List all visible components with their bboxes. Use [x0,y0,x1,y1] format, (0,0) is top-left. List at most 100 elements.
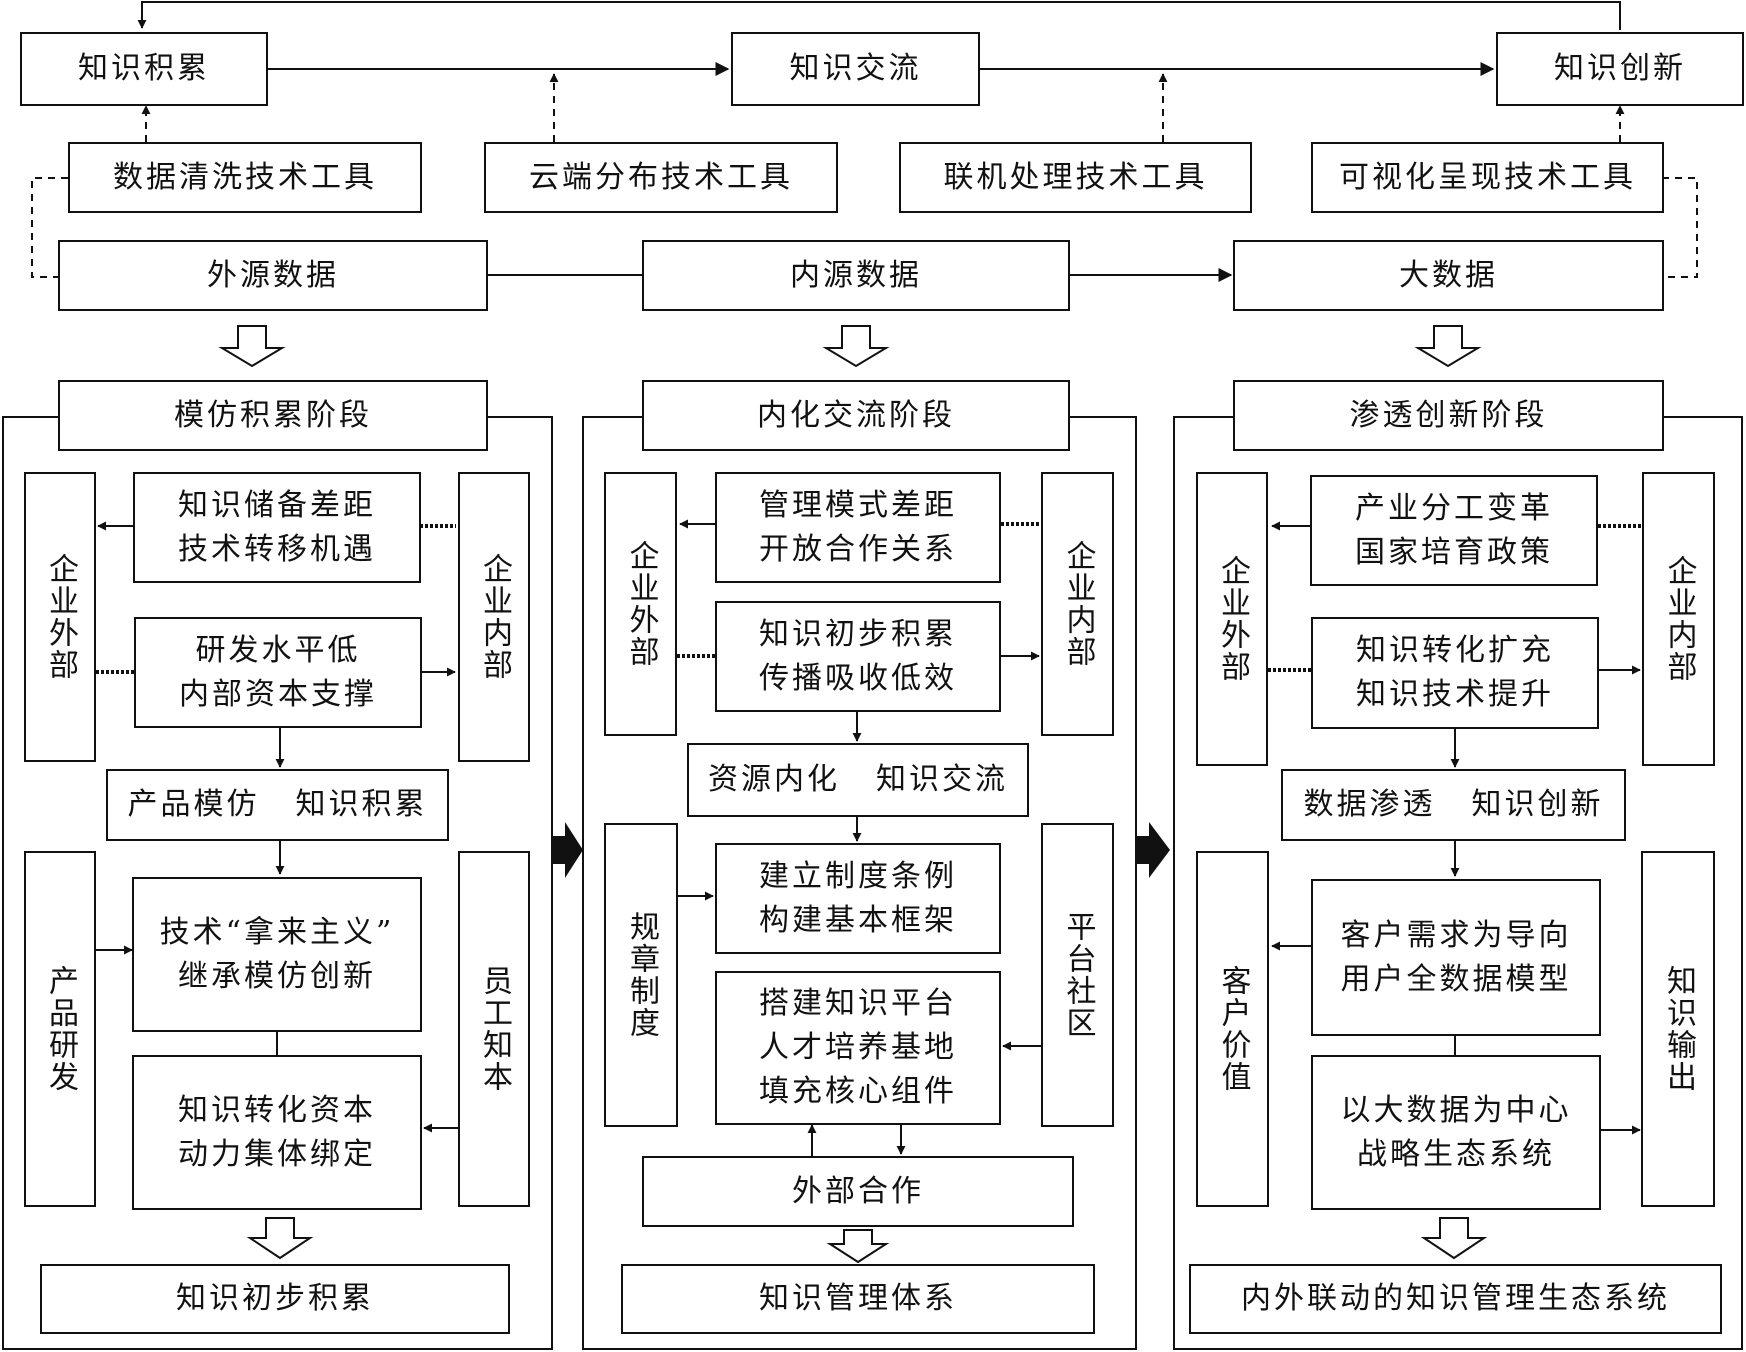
s2-regulations-label: 规章制度 [624,911,659,1039]
s1-result-box: 知识初步积累 [40,1264,510,1334]
s2-initial-accumulation-label: 知识初步积累 传播吸收低效 [759,616,957,696]
s2-result-label: 知识管理体系 [759,1281,957,1316]
s2-management-gap-label: 管理模式差距 开放合作关系 [759,487,957,567]
visualization-tool-label: 可视化呈现技术工具 [1339,159,1636,195]
s2-platform-box: 搭建知识平台 人才培养基地 填充核心组件 [715,971,1001,1125]
s3-big-data-center-label: 以大数据为中心 战略生态系统 [1340,1092,1572,1172]
s1-enterprise-outside: 企业外部 [24,472,96,762]
external-data-label: 外源数据 [207,257,339,293]
s2-enterprise-inside-label: 企业内部 [1060,540,1096,668]
s1-rd-level-box: 研发水平低 内部资本支撑 [134,617,422,728]
internal-data-box: 内源数据 [642,240,1070,311]
knowledge-exchange-box: 知识交流 [731,32,980,106]
cloud-distribution-tool-box: 云端分布技术工具 [484,142,838,213]
external-data-bracket [31,177,68,278]
knowledge-exchange-label: 知识交流 [789,51,922,86]
s1-hollow-arrow-bottom [246,1217,314,1260]
stage1-title: 模仿积累阶段 [58,380,488,451]
s1-combo-box: 产品模仿知识积累 [106,769,449,841]
data-cleaning-tool-label: 数据清洗技术工具 [113,159,377,195]
s3-industry-change-label: 产业分工变革 国家培育政策 [1355,490,1553,570]
s2-platform-community: 平台社区 [1041,823,1114,1127]
s1-result-label: 知识初步积累 [176,1281,374,1316]
s1-reserve-gap-label: 知识储备差距 技术转移机遇 [178,487,376,567]
stage3-title-label: 渗透创新阶段 [1349,397,1548,433]
s3-customer-demand-label: 客户需求为导向 用户全数据模型 [1340,917,1572,997]
s1-enterprise-inside: 企业内部 [458,472,530,762]
big-data-bracket [1662,177,1698,278]
s2-knowledge-exchange-label: 知识交流 [876,762,1008,797]
s3-knowledge-innovation-label: 知识创新 [1471,787,1604,822]
s1-product-rd-label: 产品研发 [43,965,78,1093]
s2-regulations: 规章制度 [604,823,678,1127]
visualization-tool-box: 可视化呈现技术工具 [1311,142,1664,213]
s3-enterprise-inside: 企业内部 [1642,472,1715,766]
s2-external-cooperation-box: 外部合作 [642,1156,1074,1227]
s2-enterprise-outside: 企业外部 [604,472,677,736]
s3-enterprise-inside-label: 企业内部 [1661,555,1697,683]
s3-result-box: 内外联动的知识管理生态系统 [1189,1264,1722,1334]
s2-hollow-arrow-bottom [826,1229,890,1264]
stage1-title-label: 模仿积累阶段 [174,397,372,433]
internal-data-label: 内源数据 [790,257,922,293]
knowledge-innovation-label: 知识创新 [1554,51,1686,86]
s1-knowledge-capital-box: 知识转化资本 动力集体绑定 [132,1055,422,1210]
s3-customer-value: 客户价值 [1196,851,1269,1207]
knowledge-accumulation-box: 知识积累 [20,32,268,106]
s3-big-data-center-box: 以大数据为中心 战略生态系统 [1311,1055,1601,1210]
online-processing-tool-label: 联机处理技术工具 [943,159,1208,195]
knowledge-accumulation-label: 知识积累 [78,51,210,86]
s1-hollow-arrow-top [218,325,286,368]
s1-employee-capital-label: 员工知本 [477,965,512,1093]
s3-customer-demand-box: 客户需求为导向 用户全数据模型 [1311,879,1601,1036]
s3-knowledge-expansion-box: 知识转化扩充 知识技术提升 [1311,617,1599,729]
s2-resource-internalization-label: 资源内化 [708,762,840,797]
s1-knowledge-accumulation-label: 知识积累 [295,787,428,822]
s3-knowledge-output: 知识输出 [1641,851,1715,1207]
big-data-box: 大数据 [1233,240,1664,311]
feedback-arrow [137,1,1621,30]
stage3-title: 渗透创新阶段 [1233,380,1664,451]
s1-enterprise-inside-label: 企业内部 [477,553,512,681]
s1-product-imitation-label: 产品模仿 [127,787,260,822]
s2-enterprise-inside: 企业内部 [1041,472,1114,736]
s2-platform-label: 搭建知识平台 人才培养基地 填充核心组件 [759,986,957,1109]
s2-initial-accumulation-box: 知识初步积累 传播吸收低效 [715,601,1001,712]
s1-tech-adoption-label: 技术“拿来主义” 继承模仿创新 [159,914,395,994]
s1-product-rd: 产品研发 [24,851,96,1207]
s1-employee-capital: 员工知本 [458,851,530,1207]
s3-result-label: 内外联动的知识管理生态系统 [1241,1281,1670,1316]
s2-result-box: 知识管理体系 [621,1264,1095,1334]
s1-enterprise-outside-label: 企业外部 [43,553,78,681]
s1-tech-adoption-box: 技术“拿来主义” 继承模仿创新 [132,877,422,1032]
s2-hollow-arrow-top [822,325,890,368]
stage2-to-stage3-arrow [1137,822,1170,878]
s3-data-penetration-label: 数据渗透 [1303,787,1436,822]
s1-rd-level-label: 研发水平低 内部资本支撑 [179,632,377,712]
s2-institution-label: 建立制度条例 构建基本框架 [759,858,957,938]
s3-hollow-arrow-top [1414,325,1482,368]
s2-management-gap-box: 管理模式差距 开放合作关系 [715,472,1001,583]
s2-enterprise-outside-label: 企业外部 [623,540,659,668]
s3-hollow-arrow-bottom [1420,1217,1488,1260]
s3-knowledge-expansion-label: 知识转化扩充 知识技术提升 [1356,633,1554,712]
data-cleaning-tool-box: 数据清洗技术工具 [68,142,422,213]
s1-reserve-gap-box: 知识储备差距 技术转移机遇 [133,472,421,583]
cloud-distribution-tool-label: 云端分布技术工具 [529,159,793,195]
big-data-label: 大数据 [1399,257,1498,293]
s1-knowledge-capital-label: 知识转化资本 动力集体绑定 [178,1092,376,1172]
stage2-title: 内化交流阶段 [642,380,1070,451]
stage1-to-stage2-arrow [553,822,583,878]
s2-platform-community-label: 平台社区 [1060,911,1096,1039]
s3-combo-box: 数据渗透知识创新 [1281,769,1626,841]
external-data-box: 外源数据 [58,240,488,311]
s2-institution-box: 建立制度条例 构建基本框架 [715,843,1001,954]
s3-industry-change-box: 产业分工变革 国家培育政策 [1310,475,1598,586]
s2-combo-box: 资源内化 知识交流 [687,743,1029,817]
online-processing-tool-box: 联机处理技术工具 [899,142,1252,213]
s3-enterprise-outside-label: 企业外部 [1215,555,1250,683]
s2-external-cooperation-label: 外部合作 [792,1173,924,1209]
s3-customer-value-label: 客户价值 [1215,965,1251,1093]
knowledge-innovation-box: 知识创新 [1496,32,1744,106]
